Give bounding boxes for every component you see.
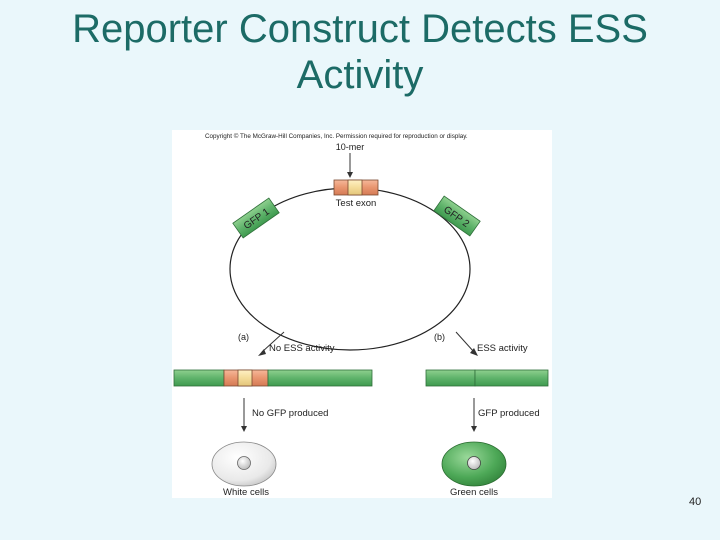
tenmer-pointer-arrowhead — [347, 172, 353, 178]
green-cells-label: Green cells — [450, 487, 498, 498]
no-gfp-label: No GFP produced — [252, 408, 328, 419]
slide-title-line1: Reporter Construct Detects ESS — [72, 7, 648, 51]
slide-title-line2: Activity — [296, 53, 424, 97]
gfp1-segment: GFP 1 — [232, 197, 280, 239]
no-ess-activity-label: No ESS activity — [269, 343, 335, 354]
branch-b-arrow-line — [455, 331, 475, 353]
panel-a-label: (a) — [238, 332, 249, 342]
branch-a-arrow-line — [261, 331, 285, 353]
branch-a-arrowhead — [258, 349, 266, 356]
green-cell — [441, 441, 507, 487]
branch-b-arrowhead — [470, 348, 478, 356]
white-cells-label: White cells — [223, 487, 269, 498]
slide-title: Reporter Construct Detects ESS Activity — [0, 6, 720, 98]
green-cell-nucleus — [467, 456, 481, 470]
test-exon-block — [333, 179, 379, 196]
mrna-exon-skipped — [425, 369, 549, 387]
test-exon-label: Test exon — [336, 198, 377, 209]
page-number: 40 — [689, 496, 702, 508]
down-arrowhead-b — [471, 426, 477, 432]
white-cell — [211, 441, 277, 487]
gfp-produced-label: GFP produced — [478, 408, 540, 419]
figure-svg: Copyright © The McGraw-Hill Companies, I… — [172, 130, 552, 498]
ess-activity-label: ESS activity — [477, 343, 528, 354]
reporter-construct-figure: Copyright © The McGraw-Hill Companies, I… — [172, 130, 552, 498]
tenmer-label: 10-mer — [336, 142, 365, 152]
copyright-text: Copyright © The McGraw-Hill Companies, I… — [205, 132, 468, 140]
panel-b-label: (b) — [434, 332, 445, 342]
mrna-exon-included — [173, 369, 373, 387]
down-arrowhead-a — [241, 426, 247, 432]
white-cell-nucleus — [237, 456, 251, 470]
tenmer-segment — [347, 179, 363, 196]
